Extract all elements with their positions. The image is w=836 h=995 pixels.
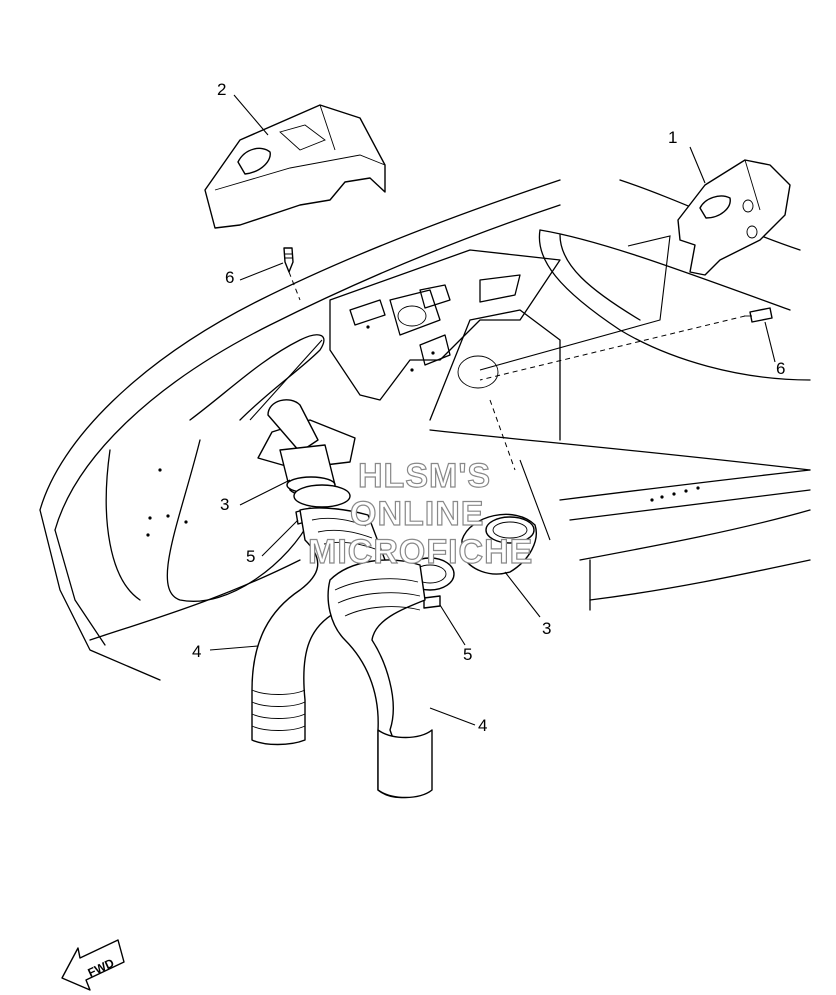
callout-part-4-left: 4 [192, 642, 201, 661]
callout-part-2: 2 [217, 80, 226, 99]
watermark-line-3: MICROFICHE [308, 533, 533, 571]
callout-leaders [209, 94, 776, 726]
forward-direction-arrow: FWD [61, 939, 125, 991]
callout-part-3-left: 3 [220, 495, 229, 514]
callout-part-6-left: 6 [225, 268, 234, 287]
screw-left [283, 247, 294, 273]
watermark: HLSM'S ONLINE MICROFICHE [307, 456, 533, 571]
callout-part-3-right: 3 [542, 619, 551, 638]
watermark-line-2: ONLINE [350, 495, 484, 533]
screw-right [744, 307, 773, 323]
callout-labels: 1 2 3 3 4 4 5 5 6 6 [192, 80, 785, 735]
callout-part-1: 1 [668, 128, 677, 147]
duct-cover-right [677, 159, 791, 276]
duct-cover-left [204, 104, 386, 229]
assembly-guides [249, 235, 746, 541]
watermark-line-1: HLSM'S [358, 457, 491, 495]
callout-part-5-left: 5 [246, 547, 255, 566]
duct-elbow-left [257, 399, 356, 497]
callout-part-4-right: 4 [478, 716, 487, 735]
hull-outline [39, 179, 811, 681]
hose-right [327, 559, 433, 799]
callout-part-5-right: 5 [463, 645, 472, 664]
callout-part-6-right: 6 [776, 359, 785, 378]
duct-elbow-right [461, 513, 537, 575]
